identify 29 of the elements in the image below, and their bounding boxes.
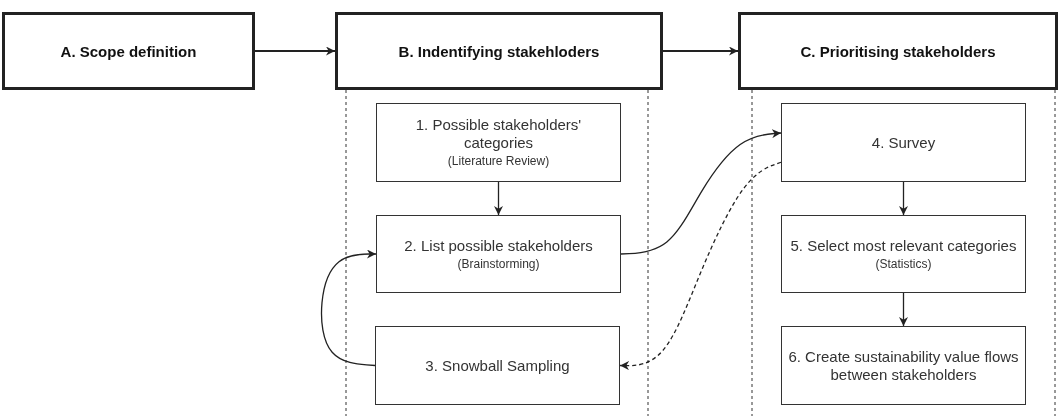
phase-title: C. Prioritising stakeholders xyxy=(800,42,996,60)
arrow xyxy=(899,292,908,327)
step-text: 1. Possible stakeholders' categories xyxy=(414,116,583,152)
process-box xyxy=(781,326,1026,405)
step-text: 3. Snowball Sampling xyxy=(425,356,570,375)
phase-title: B. Indentifying stakehloders xyxy=(398,42,600,60)
step-text: 4. Survey xyxy=(871,133,936,152)
process-box xyxy=(375,326,620,405)
curved-arrow xyxy=(320,249,377,367)
method-note: (Literature Review) xyxy=(447,153,550,169)
step-text: 5. Select most relevant categories xyxy=(790,236,1017,255)
process-box xyxy=(376,215,621,293)
process-box xyxy=(781,103,1026,182)
arrow xyxy=(662,46,739,56)
method-note: (Brainstorming) xyxy=(457,255,540,272)
phase-box xyxy=(335,12,663,90)
step-text: 6. Create sustainability value flows between stakeholders xyxy=(788,347,1019,384)
method-note: (Statistics) xyxy=(875,255,932,272)
arrow xyxy=(494,181,503,216)
process-box xyxy=(781,215,1026,293)
phase-title: A. Scope definition xyxy=(60,42,197,60)
phase-box xyxy=(2,12,255,90)
arrow xyxy=(899,181,908,216)
process-box xyxy=(376,103,621,182)
curved-arrow xyxy=(620,129,782,255)
phase-box xyxy=(738,12,1058,90)
step-text: 2. List possible stakeholders xyxy=(404,236,593,255)
dashed-arrow xyxy=(619,161,782,371)
arrow xyxy=(254,46,336,56)
